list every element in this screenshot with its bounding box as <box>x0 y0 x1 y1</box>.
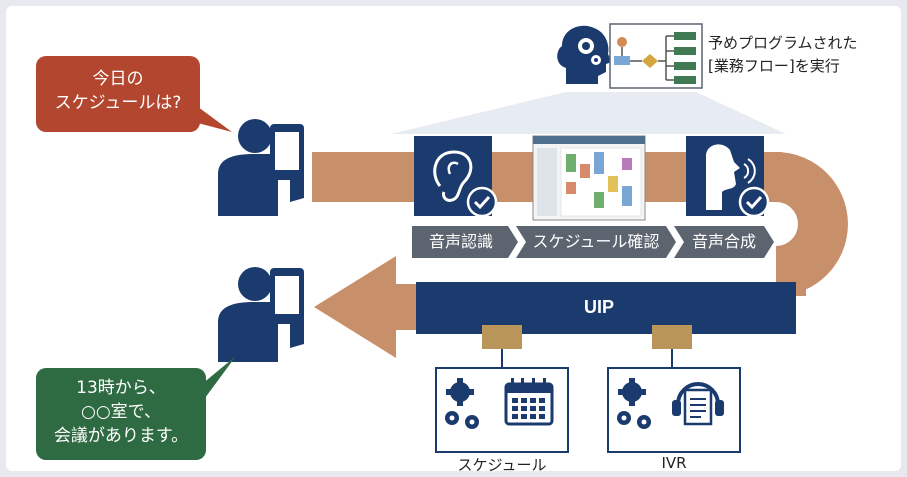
question-line: 今日の <box>92 69 144 89</box>
check-icon <box>738 186 770 218</box>
gears-icon <box>445 378 479 429</box>
schedule-system-caption: スケジュール <box>457 456 547 471</box>
answer-line: 13時から、 <box>76 378 166 398</box>
gears-icon <box>617 378 651 429</box>
step-chevron-1 <box>412 226 518 258</box>
person-with-phone-icon <box>218 119 304 216</box>
program-note-line: 予めプログラムされた <box>708 34 858 52</box>
headset-document-icon <box>672 382 724 426</box>
answer-text: 13時から、 ○○室で、 会議があります。 <box>36 376 206 448</box>
step-chevron-3 <box>674 226 774 258</box>
uip-bar <box>416 282 796 334</box>
light-beam <box>391 92 786 134</box>
answer-line: 会議があります。 <box>53 426 189 446</box>
ai-head-icon <box>557 25 612 84</box>
question-text: 今日の スケジュールは? <box>36 67 200 115</box>
answer-line: ○○室で、 <box>81 402 161 422</box>
question-line: スケジュールは? <box>54 93 182 113</box>
voice-synthesis-tile <box>686 136 770 218</box>
program-note: 予めプログラムされた [業務フロー]を実行 <box>708 32 858 78</box>
step-label-schedule-check: スケジュール確認 <box>532 232 660 251</box>
uip-port-left <box>482 325 522 349</box>
return-arrow <box>314 256 426 358</box>
calendar-icon <box>504 378 554 426</box>
ivr-system-caption: IVR <box>661 454 687 471</box>
person-with-phone-icon <box>218 267 304 362</box>
question-bubble <box>36 56 232 132</box>
program-note-line: [業務フロー]を実行 <box>708 57 840 75</box>
uip-port-right <box>652 325 692 349</box>
uip-label: UIP <box>584 297 615 317</box>
step-chevron-2 <box>516 226 676 258</box>
answer-bubble <box>36 356 236 460</box>
speaking-head-icon <box>706 144 740 210</box>
diagram-graphics <box>36 23 848 460</box>
ear-icon <box>433 150 473 202</box>
schedule-screenshot-icon <box>532 135 646 221</box>
check-icon <box>466 186 498 218</box>
step-label-voice-synthesis: 音声合成 <box>691 232 756 251</box>
step-label-voice-recognition: 音声認識 <box>428 232 493 251</box>
workflow-icon <box>609 23 703 89</box>
diagram-canvas: 今日の スケジュールは? 13時から、 ○○室で、 会議があります。 予めプログ… <box>6 6 901 471</box>
voice-recognition-tile <box>414 136 498 218</box>
